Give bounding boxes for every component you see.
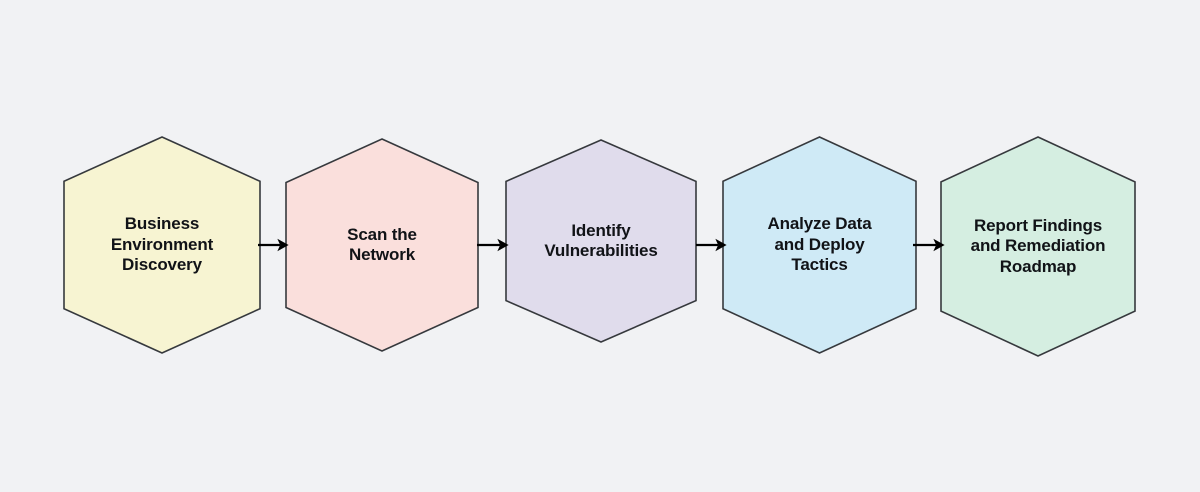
- arrow-group-2: [477, 238, 509, 252]
- hexagon-shape-2: [285, 138, 479, 352]
- arrow-group-3: [696, 238, 727, 252]
- arrow-head-3: [715, 238, 727, 252]
- hexagon-polygon-3: [505, 139, 697, 343]
- hexagon-shape-4: [722, 136, 917, 354]
- arrow-group-1: [258, 238, 289, 252]
- hexagon-polygon-4: [722, 136, 917, 354]
- hexagon-shape-5: [940, 136, 1136, 357]
- arrow-group-4: [913, 238, 945, 252]
- hexagon-shape-3: [505, 139, 697, 343]
- hexagon-polygon-2: [285, 138, 479, 352]
- arrow-head-2: [497, 238, 509, 252]
- arrow-head-4: [933, 238, 945, 252]
- hexagon-polygon-5: [940, 136, 1136, 357]
- arrow-head-1: [277, 238, 289, 252]
- hexagon-polygon-1: [63, 136, 261, 354]
- hexagon-shape-1: [63, 136, 261, 354]
